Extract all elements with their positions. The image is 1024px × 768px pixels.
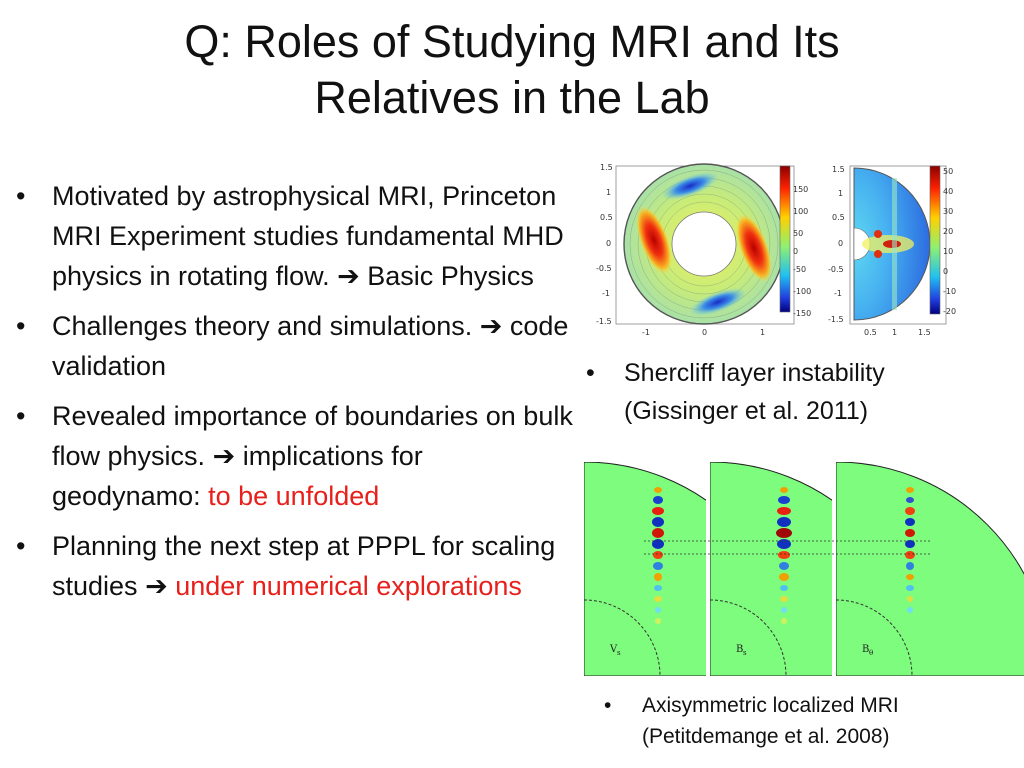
caption-line-2: (Gissinger et al. 2011) [624, 397, 869, 425]
bullet-result: code validation [52, 311, 569, 381]
bullet-dot: • [16, 531, 26, 561]
panel-btheta: B θ [836, 462, 1024, 676]
left-colorbar-tick: 50 [793, 229, 803, 238]
right-colorbar-tick: 20 [943, 227, 953, 236]
localized-mri-caption: • Axisymmetric localized MRI (Petitdeman… [604, 690, 1014, 752]
bullet-dot: • [16, 401, 26, 431]
left-colorbar-tick: -50 [793, 265, 806, 274]
left-xtick: -1 [642, 328, 650, 337]
right-xtick: 1.5 [918, 328, 931, 337]
panel-label-bs: B [736, 644, 743, 655]
caption-line-1: Axisymmetric localized MRI [642, 694, 899, 717]
arrow-icon: ➔ [145, 571, 168, 601]
right-colorbar-tick: -20 [943, 307, 956, 316]
right-colorbar-tick: 10 [943, 247, 953, 256]
left-colorbar-tick: 0 [793, 247, 798, 256]
bullet-result: implications for geodynamo: [52, 441, 423, 511]
left-colorbar-tick: -150 [793, 309, 811, 318]
left-colorbar-tick: -100 [793, 287, 811, 296]
bullet-boundaries: • Revealed importance of boundaries on b… [14, 396, 576, 516]
bullet-motivation: • Motivated by astrophysical MRI, Prince… [14, 176, 576, 296]
bullet-dot: • [16, 181, 26, 211]
left-ytick: 1.5 [600, 163, 613, 172]
left-xtick: 1 [760, 328, 765, 337]
panel-vs: V s [584, 462, 706, 676]
bullet-text: Challenges theory and simulations. [52, 311, 480, 341]
left-ytick: 0.5 [600, 213, 613, 222]
panel-sub-vs: s [617, 649, 621, 657]
right-ytick: -0.5 [828, 265, 844, 274]
bullet-text: Motivated by astrophysical MRI, Princeto… [52, 181, 564, 291]
bullet-text: Planning the next step at PPPL for scali… [52, 531, 556, 601]
left-ytick: 0 [606, 239, 611, 248]
title-line-2: Relatives in the Lab [314, 72, 710, 123]
title-line-1: Q: Roles of Studying MRI and Its [184, 16, 840, 67]
shercliff-left-plot [615, 163, 795, 325]
right-colorbar-tick: 50 [943, 167, 953, 176]
right-ytick: 1.5 [832, 165, 845, 174]
panel-bs: B s [710, 462, 832, 676]
arrow-icon: ➔ [479, 311, 503, 341]
left-ytick: -1.5 [596, 317, 612, 326]
left-colorbar-tick: 150 [793, 185, 808, 194]
right-ytick: 1 [838, 189, 843, 198]
right-xtick: 0.5 [864, 328, 877, 337]
caption-line-1: Shercliff layer instability [624, 359, 885, 387]
panel-sub-bs: s [743, 649, 747, 657]
right-ytick: -1 [834, 289, 842, 298]
bullet-dot: • [16, 311, 26, 341]
bullet-list: • Motivated by astrophysical MRI, Prince… [14, 176, 576, 616]
bullet-dot: • [586, 359, 595, 387]
arrow-icon: ➔ [212, 441, 236, 471]
shercliff-figure: 1.5 1 0.5 0 -0.5 -1 -1.5 -1 0 1 150 100 … [596, 163, 956, 337]
right-ytick: 0 [838, 239, 843, 248]
bullet-planning: • Planning the next step at PPPL for sca… [14, 526, 576, 606]
bullet-dot: • [604, 694, 612, 717]
right-ytick: -1.5 [828, 315, 844, 324]
bullet-red-note: under numerical explorations [175, 571, 522, 601]
panel-label-vs: V [609, 644, 618, 655]
panel-label-btheta: B [862, 644, 869, 655]
bullet-result: Basic Physics [359, 261, 534, 291]
right-ytick: 0.5 [832, 213, 845, 222]
bullet-challenges: • Challenges theory and simulations. ➔ c… [14, 306, 576, 386]
shercliff-right-plot [849, 165, 947, 325]
panel-sub-btheta: θ [869, 649, 873, 657]
left-ytick: -0.5 [596, 264, 612, 273]
caption-line-2: (Petitdemange et al. 2008) [642, 725, 890, 748]
left-colorbar-tick: 100 [793, 207, 808, 216]
slide-title: Q: Roles of Studying MRI and Its Relativ… [0, 14, 1024, 126]
right-colorbar-tick: -10 [943, 287, 956, 296]
bullet-red-note: to be unfolded [208, 481, 380, 511]
shercliff-caption: • Shercliff layer instability (Gissinger… [586, 354, 1016, 430]
right-colorbar-tick: 30 [943, 207, 953, 216]
left-ytick: -1 [602, 289, 610, 298]
right-xtick: 1 [892, 328, 897, 337]
right-colorbar-tick: 0 [943, 267, 948, 276]
bullet-text: Revealed importance of boundaries on bul… [52, 401, 573, 471]
caption-item: • Axisymmetric localized MRI (Petitdeman… [604, 690, 1014, 752]
left-ytick: 1 [606, 188, 611, 197]
localized-mri-figure: V s B s [584, 462, 1024, 676]
right-colorbar-tick: 40 [943, 187, 953, 196]
caption-item: • Shercliff layer instability (Gissinger… [586, 354, 1016, 430]
left-xtick: 0 [702, 328, 707, 337]
arrow-icon: ➔ [337, 261, 360, 291]
